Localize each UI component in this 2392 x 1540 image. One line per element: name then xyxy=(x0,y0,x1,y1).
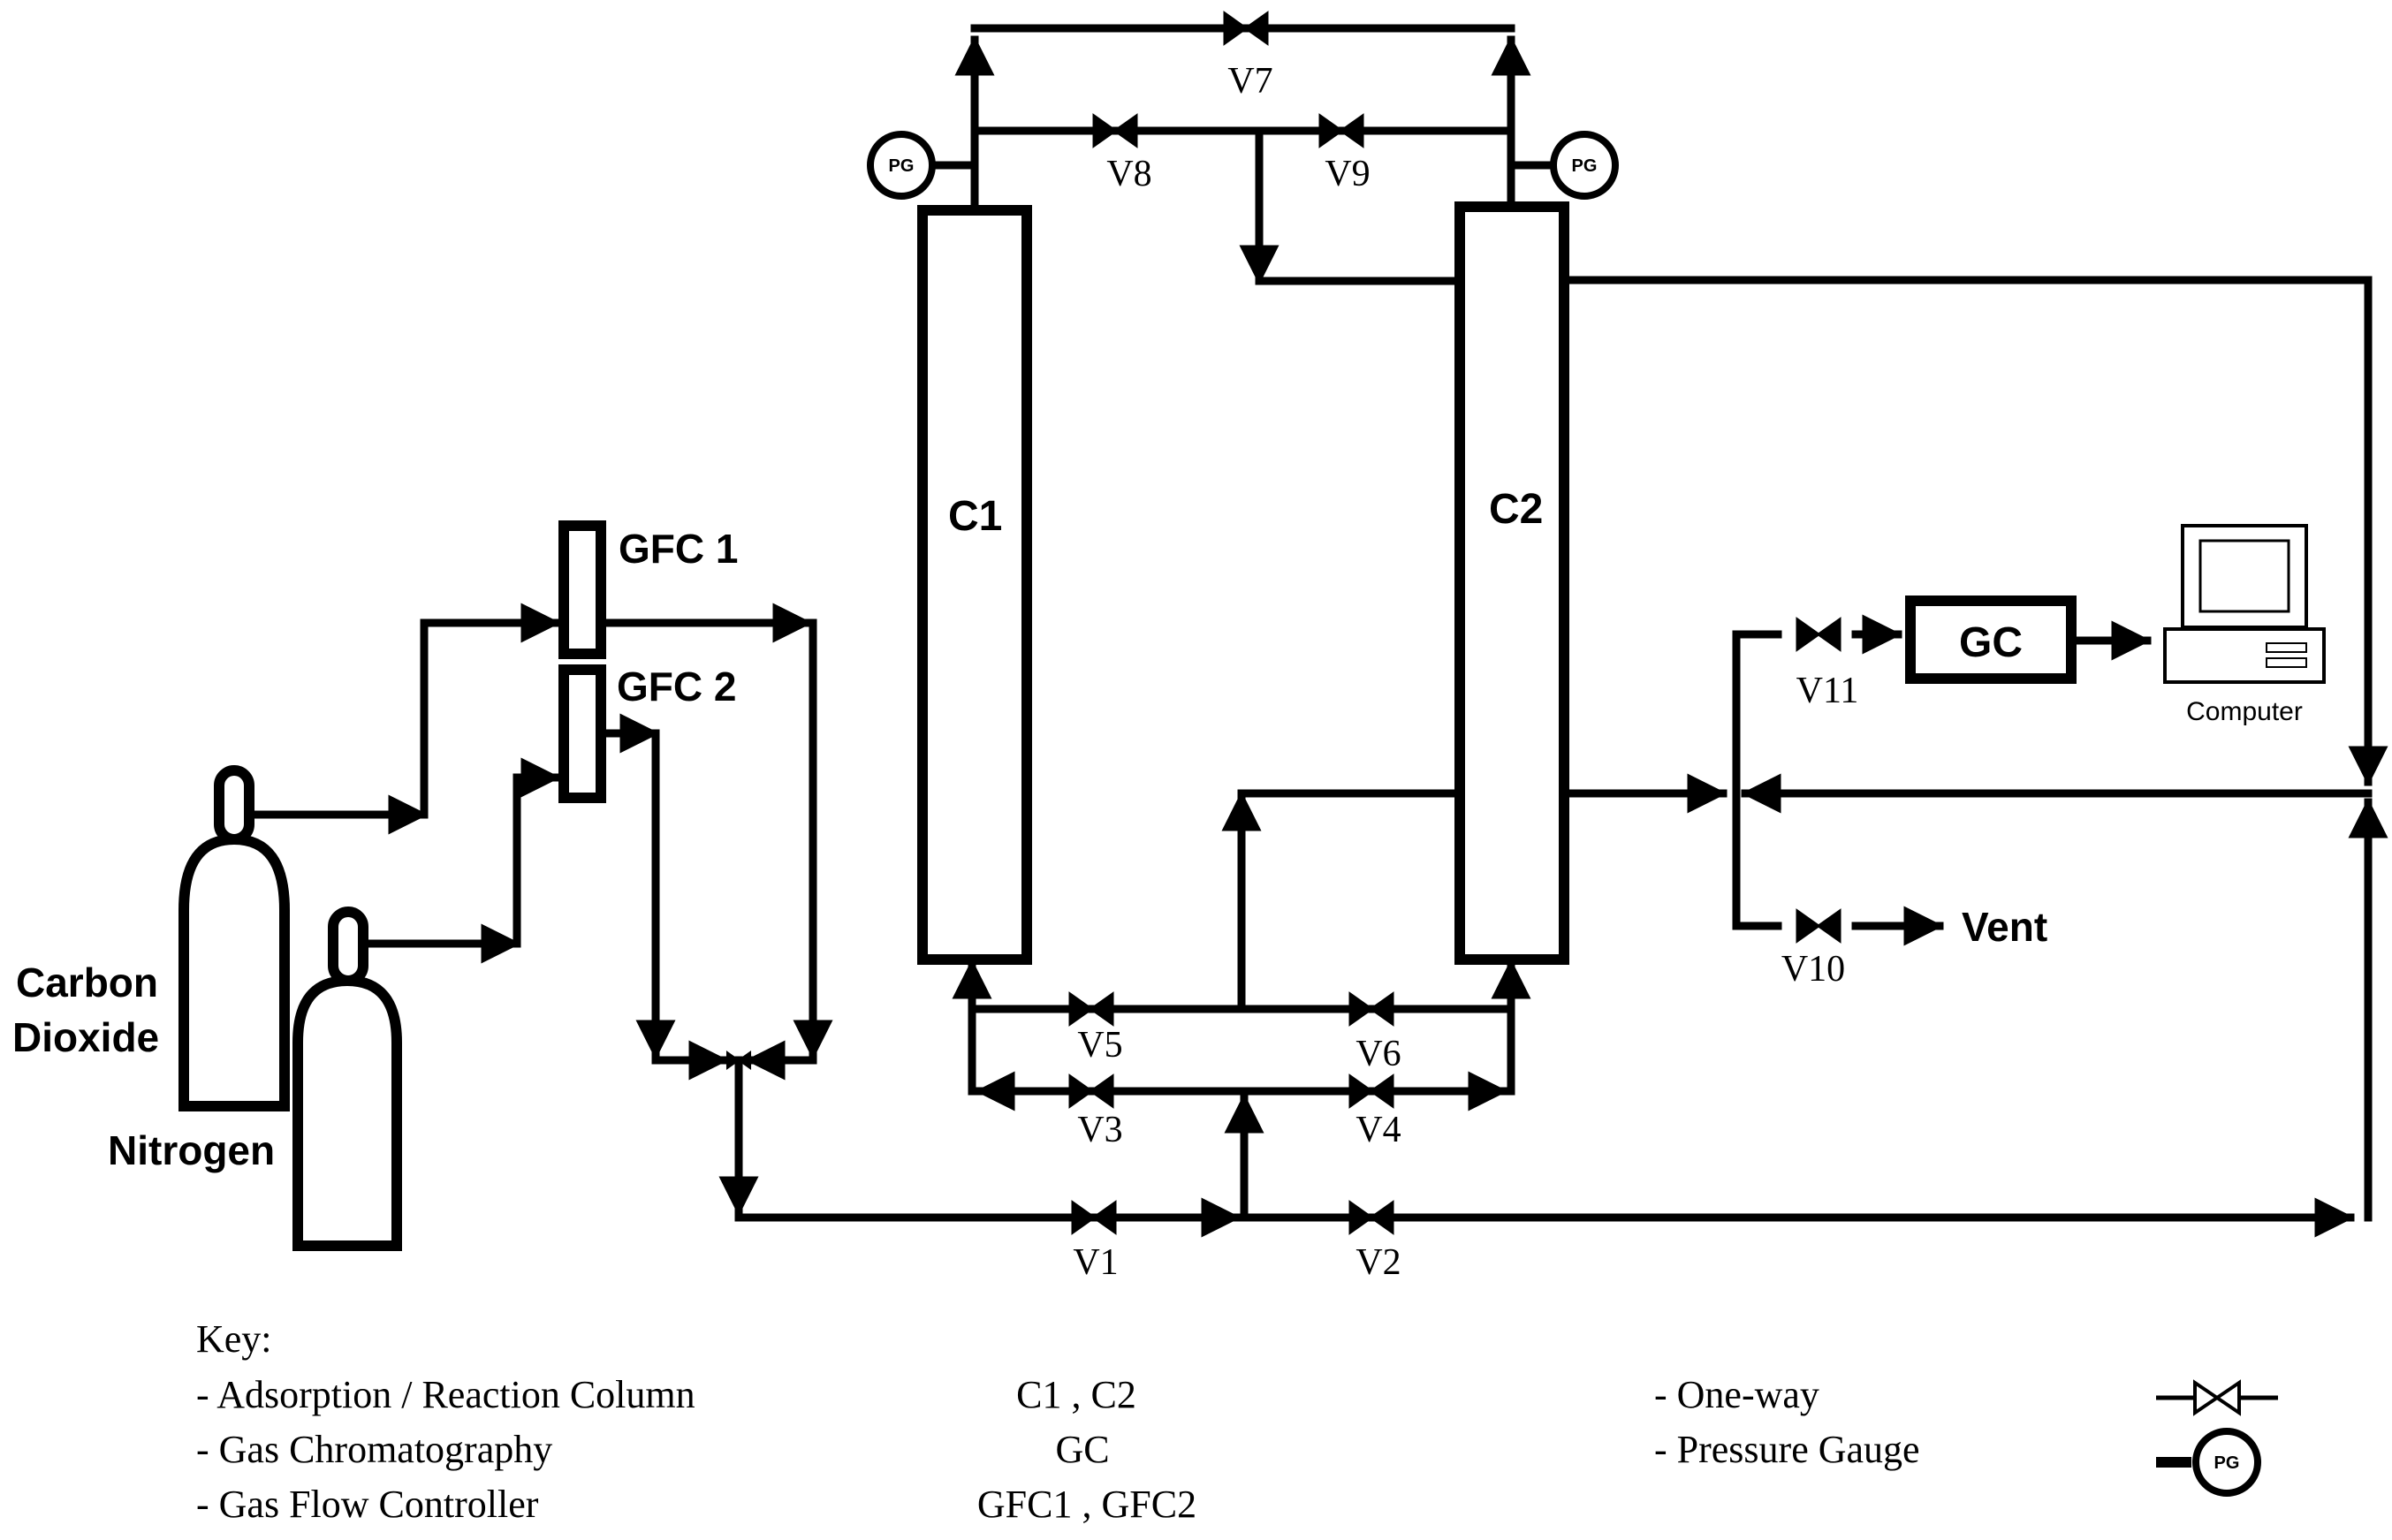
valve-v7-icon[interactable] xyxy=(1223,11,1269,45)
column-c1-label: C1 xyxy=(948,493,1002,540)
legend: Key: - Adsorption / Reaction Column - Ga… xyxy=(196,1317,2278,1526)
n2-cylinder xyxy=(292,907,402,1251)
legend-item-column: - Adsorption / Reaction Column xyxy=(196,1373,695,1416)
co2-label-line2: Dioxide xyxy=(12,1014,159,1060)
valve-v5-icon[interactable] xyxy=(1068,992,1114,1026)
gfc1-unit xyxy=(558,520,606,659)
pressure-gauge-c2: PG xyxy=(1507,131,1619,200)
valve-v10-icon[interactable] xyxy=(1796,909,1841,943)
valve-v6-label: V6 xyxy=(1355,1034,1401,1074)
valve-v11-icon[interactable] xyxy=(1796,618,1841,651)
pressure-gauge-c1: PG xyxy=(867,131,979,200)
valve-v1-label: V1 xyxy=(1073,1242,1118,1283)
legend-symbol-gc: GC xyxy=(1055,1428,1109,1471)
right-side-lines xyxy=(1560,276,2388,1222)
valve-v2-label: V2 xyxy=(1355,1242,1401,1283)
gfc-outlet-lines xyxy=(596,603,833,1217)
valve-v3-label: V3 xyxy=(1077,1110,1122,1150)
column-c2 xyxy=(1454,201,1569,965)
valve-v6-icon[interactable] xyxy=(1348,992,1394,1026)
gfc2-unit xyxy=(558,664,606,803)
legend-item-gfc: - Gas Flow Controller xyxy=(196,1483,539,1526)
gfc1-label: GFC 1 xyxy=(619,526,738,572)
valve-v10-label: V10 xyxy=(1781,949,1845,990)
gc-label: GC xyxy=(1959,619,2023,666)
legend-symbol-column: C1 , C2 xyxy=(1016,1373,1136,1416)
vent-label: Vent xyxy=(1962,904,2047,950)
valve-v1-icon[interactable] xyxy=(1071,1201,1117,1234)
computer-icon xyxy=(2163,524,2326,684)
legend-item-gc: - Gas Chromatography xyxy=(196,1428,552,1471)
co2-label-line1: Carbon xyxy=(16,960,158,1005)
feed-lines xyxy=(245,603,561,964)
co2-cylinder xyxy=(178,765,290,1111)
valve-v9-label: V9 xyxy=(1325,154,1370,194)
pressure-gauge-c1-label: PG xyxy=(889,156,915,176)
pressure-gauge-c2-label: PG xyxy=(1572,156,1598,176)
gfc2-label: GFC 2 xyxy=(617,664,736,709)
column-c2-label: C2 xyxy=(1489,486,1543,533)
legend-symbol-gfc: GFC1 , GFC2 xyxy=(977,1483,1196,1526)
valve-v9-icon[interactable] xyxy=(1318,114,1364,148)
gc-unit xyxy=(1905,596,2077,684)
valve-v8-label: V8 xyxy=(1106,154,1151,194)
valve-v7-label: V7 xyxy=(1227,61,1272,102)
pressure-gauge-icon-label: PG xyxy=(2214,1453,2240,1473)
pressure-gauge-icon: PG xyxy=(2156,1428,2261,1497)
n2-label: Nitrogen xyxy=(108,1127,275,1173)
one-way-valve-icon xyxy=(2156,1379,2278,1416)
valve-v11-label: V11 xyxy=(1796,671,1859,711)
valve-v3-icon[interactable] xyxy=(1068,1074,1114,1108)
column-c1 xyxy=(917,205,1032,965)
valve-v4-icon[interactable] xyxy=(1348,1074,1394,1108)
valve-v5-label: V5 xyxy=(1077,1025,1122,1066)
legend-title: Key: xyxy=(196,1317,272,1361)
valve-v2-icon[interactable] xyxy=(1348,1201,1394,1234)
computer-label: Computer xyxy=(2186,697,2303,726)
legend-item-pressure-gauge: - Pressure Gauge xyxy=(1654,1428,1920,1471)
valve-v8-icon[interactable] xyxy=(1092,114,1138,148)
valve-v4-label: V4 xyxy=(1355,1110,1401,1150)
legend-item-one-way: - One-way xyxy=(1654,1373,1819,1416)
